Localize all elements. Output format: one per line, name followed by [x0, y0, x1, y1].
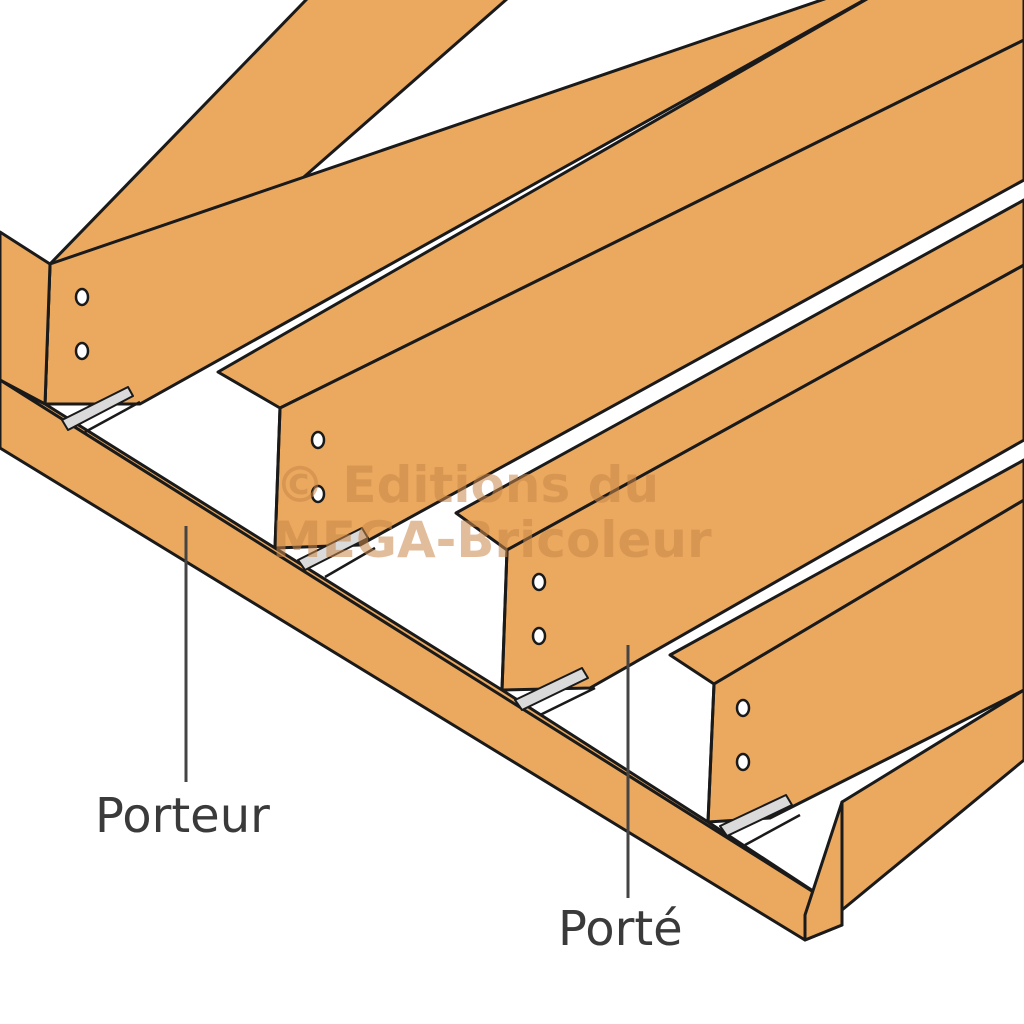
- joist-1-bolt-lower: [74, 341, 90, 361]
- joist-2-top: [216, 0, 1024, 410]
- joist-2: [216, 0, 1024, 550]
- joist-1-bolt-upper: [74, 287, 90, 307]
- ledger-beam-end: [803, 800, 844, 942]
- joist-4-bolt-lower: [735, 752, 751, 772]
- hanger-4: [719, 794, 793, 837]
- joist-3-bolt-upper: [531, 572, 547, 592]
- hanger-1: [61, 386, 134, 431]
- watermark-line-2: MEGA-Bricoleur: [272, 511, 712, 569]
- joist-4: [668, 458, 1024, 824]
- watermark-line-1: © Editions du: [275, 456, 660, 514]
- joist-2-bolt-lower: [310, 484, 326, 504]
- joist-hangers: [61, 386, 793, 837]
- joist-3-bolt-lower: [531, 626, 547, 646]
- joist-1: [43, 0, 868, 406]
- hanger-tab-lines: [84, 400, 801, 847]
- ledger-beam: [0, 230, 1024, 942]
- hanger-2: [297, 527, 369, 571]
- joist-4-top: [668, 458, 1024, 686]
- label-porteur: Porteur: [95, 788, 270, 844]
- hanger-3: [514, 667, 589, 711]
- joist-2-bolt-upper: [310, 430, 326, 450]
- joist-4-bolt-upper: [735, 698, 751, 718]
- label-porte: Porté: [558, 901, 683, 957]
- joist-3: [454, 198, 1024, 692]
- leader-lines: [184, 526, 630, 898]
- ledger-beam-back-edge: [0, 230, 52, 406]
- joist-3-top: [454, 198, 1024, 552]
